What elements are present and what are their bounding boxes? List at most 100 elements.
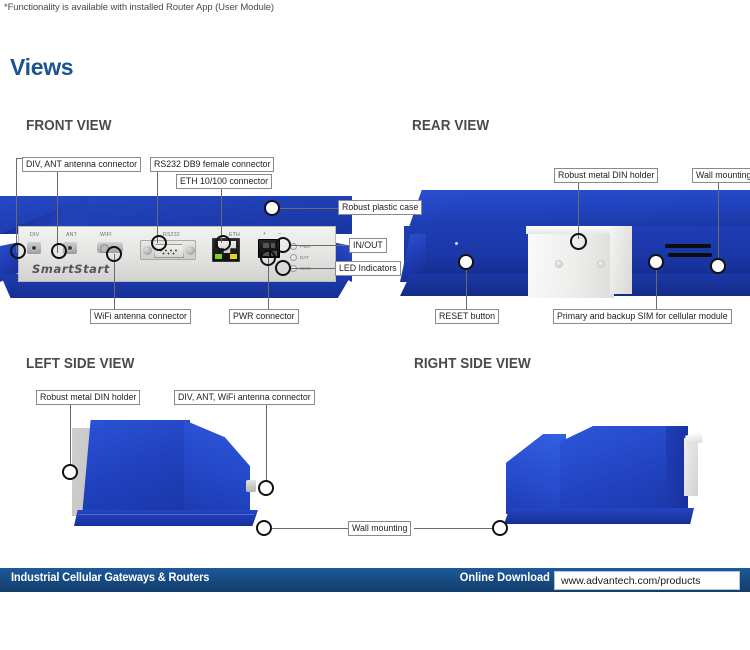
rj45-link-led [215, 254, 222, 259]
callout-dot-eth [215, 235, 231, 251]
leader-eth [221, 186, 222, 243]
leader-wall-mounting-right [414, 528, 498, 529]
leader-plastic-case [278, 208, 338, 209]
section-title-left-side-view: LEFT SIDE VIEW [26, 356, 135, 372]
callout-dot-sim [648, 254, 664, 270]
callout-dot-ant [51, 243, 67, 259]
right-side-base [504, 508, 694, 524]
footer-download-label: Online Download [459, 572, 550, 584]
din-clip [610, 226, 632, 294]
leader-rs232 [157, 169, 158, 243]
right-side-din-tab [685, 432, 703, 446]
right-side-rear-face [666, 426, 688, 514]
rear-top-shell [408, 190, 750, 230]
db9-pins [159, 249, 181, 255]
leader-div-drop [16, 158, 17, 253]
din-screw-right [597, 260, 605, 268]
callout-eth: ETH 10/100 connector [176, 174, 273, 189]
section-title-rear-view: REAR VIEW [412, 118, 490, 134]
left-side-view-device [14, 398, 274, 530]
footer-title: Industrial Cellular Gateways & Routers [11, 572, 210, 584]
leader-wifi [114, 254, 115, 309]
rj45-activity-led [230, 254, 237, 259]
port-label-rs232: RS232 [163, 232, 180, 238]
led-label-pwr: PWR [300, 244, 311, 249]
rear-view-device [400, 190, 750, 300]
callout-reset-button: RESET button [435, 309, 500, 324]
leader-wall-mounting-left [272, 528, 348, 529]
leader-left-din [70, 402, 71, 464]
callout-dot-led-indicators [275, 260, 291, 276]
left-side-nose [184, 420, 250, 516]
callout-left-antenna: DIV, ANT, WiFi antenna connector [174, 390, 315, 405]
leader-pwr [268, 258, 269, 309]
right-side-nose [506, 434, 566, 514]
callout-dot-wall-mounting-rear [710, 258, 726, 274]
left-side-base-groove [78, 514, 254, 515]
callout-rear-din-holder: Robust metal DIN holder [554, 168, 659, 183]
callout-dot-pwr [260, 250, 276, 266]
left-side-body [82, 420, 190, 516]
port-label-eth: ETH [229, 232, 240, 238]
leader-led-indicators [289, 268, 335, 269]
callout-wall-mounting-sides: Wall mounting [348, 521, 412, 536]
callout-rs232: RS232 DB9 female connector [150, 157, 275, 172]
callout-dot-left-antenna [258, 480, 274, 496]
div-antenna-connector[interactable] [27, 242, 41, 254]
page-footer: Industrial Cellular Gateways & Routers O… [0, 568, 750, 592]
db9-screw-left [143, 246, 152, 255]
leader-reset [466, 270, 467, 309]
leader-rear-din [578, 180, 579, 239]
callout-led-indicators: LED Indicators [335, 261, 401, 276]
callout-dot-wall-mounting-left [256, 520, 272, 536]
callout-dot-div [10, 243, 26, 259]
callout-pwr-connector: PWR connector [229, 309, 299, 324]
vent-slot-bottom [668, 253, 712, 257]
callout-dot-wall-mounting-right [492, 520, 508, 536]
leader-in-out [289, 245, 349, 246]
port-label-minus: – [278, 231, 282, 237]
front-view-device: DIV ANT WIFI RS232 ETH + – PWR [0, 196, 352, 298]
callout-wifi-antenna: WiFi antenna connector [90, 309, 191, 324]
footnote-text: *Functionality is available with install… [4, 2, 274, 13]
leader-left-antenna [266, 402, 267, 480]
callout-div-ant-antenna: DIV, ANT antenna connector [22, 157, 142, 172]
callout-dot-rear-din [570, 233, 587, 250]
right-side-view-device [490, 398, 720, 530]
left-side-base [74, 510, 258, 526]
section-title-right-side-view: RIGHT SIDE VIEW [414, 356, 531, 372]
rear-status-pinhole [455, 242, 458, 245]
right-side-body [560, 426, 670, 514]
callout-left-din-holder: Robust metal DIN holder [36, 390, 141, 405]
right-side-din-plate [684, 438, 698, 496]
leader-wall-mounting-rear [718, 180, 719, 263]
port-label-div: DIV [30, 232, 40, 238]
vent-slot-top [665, 244, 711, 248]
left-side-antenna-nub [246, 480, 256, 492]
callout-dot-wifi [106, 246, 122, 262]
leader-ant-drop [57, 169, 58, 253]
callout-dot-plastic-case [264, 200, 280, 216]
port-label-plus: + [263, 231, 267, 237]
port-label-wifi: WIFI [100, 232, 112, 238]
leader-sim [656, 270, 657, 309]
callout-wall-mounting-rear: Wall mounting [692, 168, 750, 183]
port-label-ant: ANT [66, 232, 77, 238]
callout-robust-plastic-case: Robust plastic case [338, 200, 423, 215]
page-title: Views [10, 54, 74, 80]
callout-in-out: IN/OUT [349, 238, 387, 253]
callout-dot-reset [458, 254, 474, 270]
led-label-dat: DAT [300, 255, 309, 260]
leader-div-ant-top [16, 158, 23, 159]
section-title-front-view: FRONT VIEW [26, 118, 112, 134]
callout-dot-in-out [275, 237, 291, 253]
din-screw-left [555, 260, 563, 268]
product-brand-label: SmartStart [32, 262, 110, 276]
callout-sim-slots: Primary and backup SIM for cellular modu… [553, 309, 732, 324]
footer-url-text: www.advantech.com/products [561, 575, 701, 587]
callout-dot-left-din [62, 464, 78, 480]
rs232-port-frame [140, 240, 196, 260]
footer-url-box[interactable]: www.advantech.com/products [554, 571, 740, 590]
db9-screw-right [186, 246, 195, 255]
